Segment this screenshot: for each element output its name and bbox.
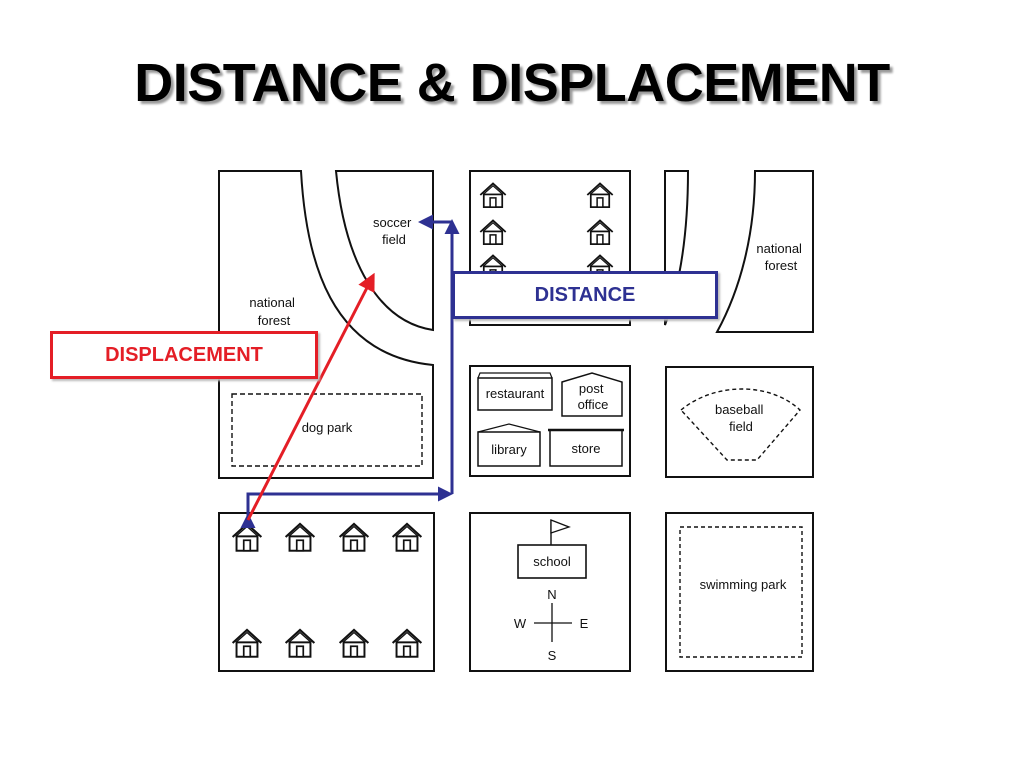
- displacement-arrow: [246, 272, 375, 521]
- slide-title: DISTANCE & DISPLACEMENT: [134, 53, 890, 113]
- distance-callout: DISTANCE: [452, 271, 718, 319]
- house-icon: [284, 628, 316, 658]
- house-icon: [479, 219, 507, 246]
- compass-north-label: N: [547, 587, 556, 602]
- baseball-field-label: baseball field: [715, 402, 767, 434]
- national-forest-left-area: [218, 170, 434, 479]
- compass-west-label: W: [514, 616, 527, 631]
- flag-icon: [550, 519, 571, 534]
- soccer-field-label: soccer field: [373, 215, 415, 247]
- block-top-middle: [469, 170, 631, 326]
- compass-south-label: S: [548, 648, 557, 663]
- school-label: school: [533, 554, 571, 569]
- block-bottom-right: [665, 512, 814, 672]
- house-icon: [231, 522, 263, 552]
- block-middle-right: [665, 366, 814, 478]
- national-forest-right-label: national forest: [756, 241, 805, 273]
- house-icon: [586, 219, 614, 246]
- house-icon: [391, 628, 423, 658]
- distance-path: [240, 486, 453, 528]
- displacement-callout: DISPLACEMENT: [50, 331, 318, 379]
- store-label: store: [572, 441, 601, 456]
- restaurant-label: restaurant: [486, 386, 545, 401]
- block-top-left: [218, 170, 434, 479]
- block-bottom-middle: [469, 512, 631, 672]
- house-icon: [479, 182, 507, 209]
- house-icon: [284, 522, 316, 552]
- restaurant-building: [477, 377, 553, 411]
- compass-east-label: E: [580, 616, 589, 631]
- block-middle-middle: [469, 365, 631, 477]
- swimming-park-area: [679, 526, 803, 658]
- post-office-building: [561, 372, 623, 417]
- house-icon: [338, 522, 370, 552]
- national-forest-left-label: national forest: [249, 295, 298, 328]
- house-icon: [338, 628, 370, 658]
- dog-park-area: [231, 393, 423, 467]
- house-icon: [586, 182, 614, 209]
- swimming-park-label: swimming park: [700, 577, 787, 592]
- block-bottom-left: [218, 512, 435, 672]
- house-icon: [231, 628, 263, 658]
- library-building: [477, 431, 541, 467]
- soccer-field-area: [334, 170, 434, 332]
- library-label: library: [491, 442, 527, 457]
- house-icon: [391, 522, 423, 552]
- dog-park-label: dog park: [302, 420, 353, 435]
- post-office-label: post office: [578, 381, 609, 412]
- school-building: [517, 544, 587, 579]
